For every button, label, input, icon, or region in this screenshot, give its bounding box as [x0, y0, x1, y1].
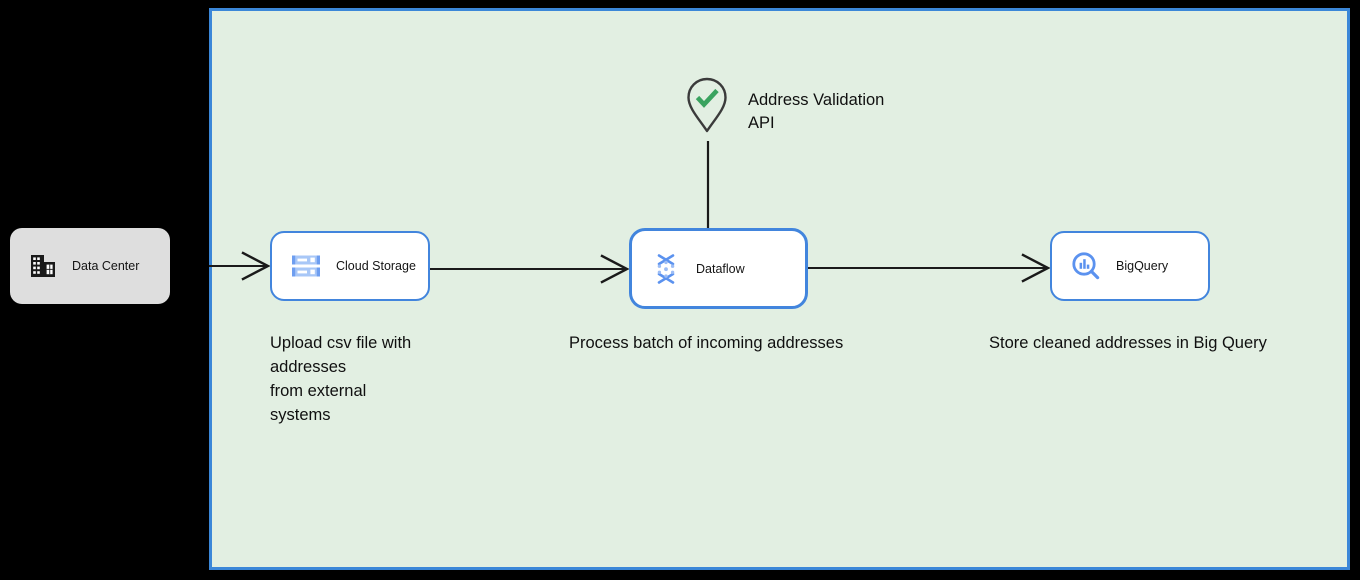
data-center-node[interactable]: Data Center	[10, 228, 170, 304]
cloud-storage-icon	[290, 250, 322, 282]
node-dataflow[interactable]: Dataflow	[629, 228, 808, 309]
node-bigquery[interactable]: BigQuery	[1050, 231, 1210, 301]
data-center-label: Data Center	[72, 259, 140, 273]
map-pin-check-icon[interactable]	[684, 76, 730, 134]
bigquery-icon	[1070, 250, 1102, 282]
node-bigquery-label: BigQuery	[1116, 259, 1169, 273]
dataflow-icon	[650, 253, 682, 285]
node-cloud-storage[interactable]: Cloud Storage	[270, 231, 430, 301]
address-validation-api-label: Address Validation API	[748, 91, 885, 132]
node-dataflow-label: Dataflow	[696, 261, 745, 276]
node-cloud-storage-label: Cloud Storage	[336, 259, 416, 273]
building-icon	[28, 251, 58, 281]
caption-cloud-storage: Upload csv file with addresses from exte…	[270, 334, 412, 424]
caption-bigquery: Store cleaned addresses in Big Query	[989, 334, 1267, 352]
caption-dataflow: Process batch of incoming addresses	[569, 334, 844, 352]
